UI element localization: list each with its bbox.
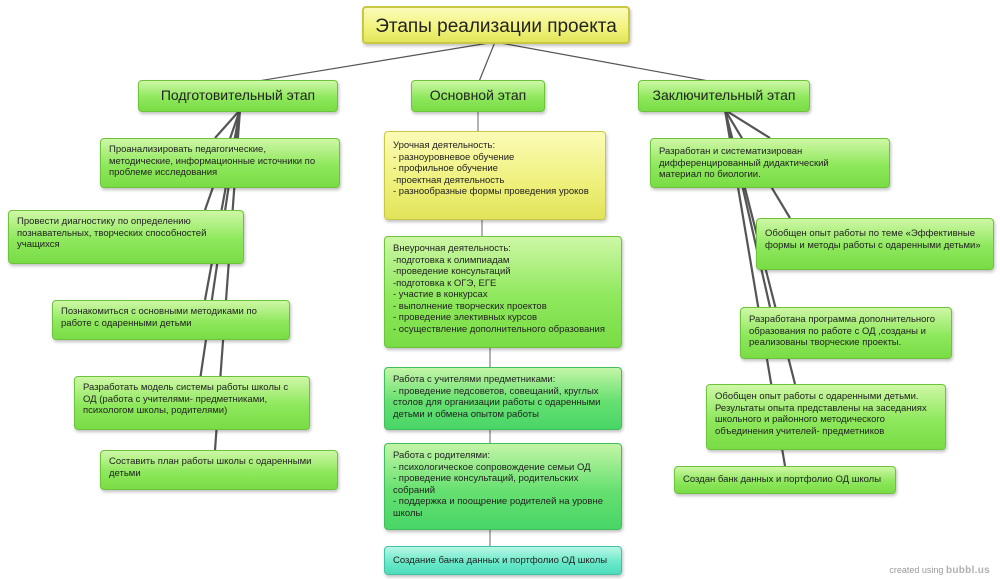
stage-final: Заключительный этап [638,80,810,112]
credit-brand: bubbl.us [945,565,990,576]
main-item-parents: Работа с родителями: - психологическое с… [384,443,622,530]
main-item-extracurricular: Внеурочная деятельность: -подготовка к о… [384,236,622,348]
prep-item-4: Разработать модель системы работы школы … [74,376,310,430]
final-item-3: Разработана программа дополнительного об… [740,307,952,359]
stage-preparatory: Подготовительный этап [138,80,338,112]
final-item-4: Обобщен опыт работы с одаренными детьми.… [706,384,946,450]
prep-item-3: Познакомиться с основными методиками по … [52,300,290,340]
prep-item-5: Составить план работы школы с одаренными… [100,450,338,490]
final-item-1: Разработан и систематизирован дифференци… [650,138,890,188]
main-item-databank: Создание банка данных и портфолио ОД шко… [384,546,622,575]
prep-item-1: Проанализировать педагогические, методич… [100,138,340,188]
diagram-title: Этапы реализации проекта [362,6,630,44]
credit-watermark: created using bubbl.us [889,565,990,576]
main-item-lessons: Урочная деятельность: - разноуровневое о… [384,131,606,220]
main-item-teachers: Работа с учителями предметниками: - пров… [384,367,622,430]
final-item-5: Создан банк данных и портфолио ОД школы [674,466,896,494]
prep-item-2: Провести диагностику по определению позн… [8,210,244,264]
final-item-2: Обобщен опыт работы по теме «Эффективные… [756,218,994,270]
stage-main: Основной этап [411,80,545,112]
credit-prefix: created using [889,565,944,575]
